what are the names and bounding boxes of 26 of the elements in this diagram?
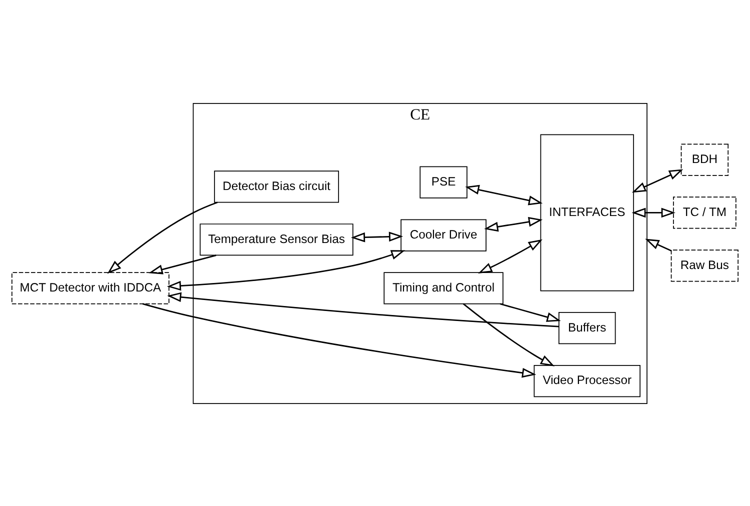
- node-box: INTERFACES: [540, 134, 634, 291]
- node-box: Video Processor: [534, 364, 640, 397]
- node-box: Raw Bus: [670, 249, 738, 282]
- arrow: [166, 250, 406, 290]
- node-box: TC / TM: [673, 196, 736, 228]
- node-box: Timing and Control: [384, 272, 504, 304]
- arrow: [148, 254, 216, 274]
- arrow: [484, 216, 543, 232]
- arrow: [350, 231, 404, 242]
- node-box: PSE: [420, 166, 468, 198]
- arrow: [167, 292, 559, 327]
- arrow: [632, 207, 676, 218]
- arrow: [142, 302, 536, 378]
- arrow: [645, 238, 672, 251]
- arrow: [462, 302, 555, 366]
- node-box: Temperature Sensor Bias: [200, 223, 354, 256]
- arrow: [632, 168, 684, 192]
- node-box: Detector Bias circuit: [214, 170, 339, 202]
- arrow: [107, 201, 218, 274]
- arrow: [478, 238, 542, 273]
- arrow: [465, 184, 543, 205]
- node-box: BDH: [680, 143, 729, 176]
- node-box: MCT Detector with IDDCA: [12, 272, 170, 304]
- arrow: [500, 302, 561, 322]
- node-box: Cooler Drive: [400, 218, 486, 251]
- node-box: Buffers: [558, 312, 616, 344]
